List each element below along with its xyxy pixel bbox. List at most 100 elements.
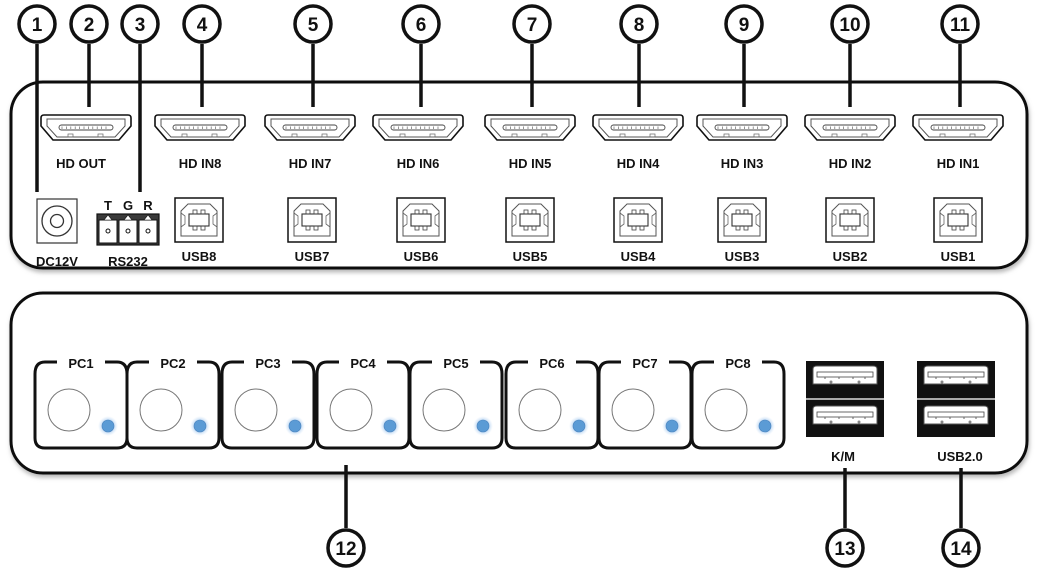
- pc-button-label: PC7: [632, 356, 657, 371]
- hdmi-port-icon: [484, 114, 576, 141]
- rs232-terminal-icon: [96, 213, 160, 246]
- pc-button-label: PC8: [725, 356, 750, 371]
- callout-circle: [326, 528, 366, 568]
- usb-a-group-1: [806, 361, 884, 437]
- callout-circle: [182, 4, 222, 44]
- push-button-icon: [329, 388, 373, 432]
- callout-number: 9: [739, 15, 750, 36]
- hdmi-port-icon: [264, 114, 356, 141]
- usb-a-port-icon: [807, 362, 883, 390]
- callout-number: 10: [839, 15, 860, 36]
- usb-b-port-icon: [396, 197, 446, 243]
- callout-circle: [724, 4, 764, 44]
- push-button-icon: [47, 388, 91, 432]
- usb-b-port-icon: [174, 197, 224, 243]
- callout-12: 12: [326, 528, 366, 568]
- pc-button-label: PC6: [539, 356, 564, 371]
- status-led-icon: [476, 419, 490, 433]
- callout-6: 6: [401, 4, 441, 44]
- callout-8: 8: [619, 4, 659, 44]
- pc-select-button-3[interactable]: PC3: [220, 356, 316, 450]
- usb-a-port-icon: [918, 362, 994, 390]
- status-led-icon: [288, 419, 302, 433]
- hdmi-port-icon: [804, 114, 896, 141]
- pc-button-label: PC4: [350, 356, 376, 371]
- pc-button-bracket: [597, 360, 693, 450]
- callout-9: 9: [724, 4, 764, 44]
- push-button-icon: [139, 388, 183, 432]
- rs232-pin-label: R: [143, 198, 153, 213]
- callout-number: 7: [527, 15, 538, 36]
- callout-circle: [69, 4, 109, 44]
- usb-b-port-label: USB7: [295, 249, 330, 264]
- pc-button-label: PC2: [160, 356, 185, 371]
- usb-b-port-label: USB1: [941, 249, 976, 264]
- hdmi-port-icon: [696, 114, 788, 141]
- pc-select-button-8[interactable]: PC8: [690, 356, 786, 450]
- callout-circle: [830, 4, 870, 44]
- push-button-icon: [704, 388, 748, 432]
- callout-circle: [825, 528, 865, 568]
- status-led-icon: [383, 419, 397, 433]
- status-led-icon: [101, 419, 115, 433]
- callout-circle: [401, 4, 441, 44]
- usb-a-group-label: K/M: [831, 449, 855, 464]
- pc-button-bracket: [408, 360, 504, 450]
- hdmi-port-label: HD OUT: [56, 156, 106, 171]
- pc-button-bracket: [504, 360, 600, 450]
- usb-b-port-label: USB4: [621, 249, 656, 264]
- callout-number: 12: [335, 539, 356, 560]
- callout-number: 6: [416, 15, 427, 36]
- pc-select-button-4[interactable]: PC4: [315, 356, 411, 450]
- pc-select-button-5[interactable]: PC5: [408, 356, 504, 450]
- usb-a-port-icon: [807, 402, 883, 430]
- push-button-icon: [611, 388, 655, 432]
- usb-a-port-icon: [918, 402, 994, 430]
- pc-select-button-6[interactable]: PC6: [504, 356, 600, 450]
- pc-select-button-1[interactable]: PC1: [33, 356, 129, 450]
- usb-a-group-2: [917, 361, 995, 437]
- status-led-icon: [758, 419, 772, 433]
- pc-button-bracket: [690, 360, 786, 450]
- hdmi-port-label: HD IN3: [721, 156, 764, 171]
- callout-number: 13: [834, 539, 855, 560]
- dc-power-jack-icon: [36, 198, 78, 244]
- callout-7: 7: [512, 4, 552, 44]
- hdmi-port-label: HD IN6: [397, 156, 440, 171]
- hdmi-port-icon: [154, 114, 246, 141]
- pc-button-bracket: [220, 360, 316, 450]
- status-led-icon: [665, 419, 679, 433]
- callout-number: 14: [950, 539, 972, 560]
- callout-circle: [941, 528, 981, 568]
- usb-a-group-label: USB2.0: [937, 449, 983, 464]
- usb-b-port-icon: [717, 197, 767, 243]
- push-button-icon: [422, 388, 466, 432]
- callout-circle: [940, 4, 980, 44]
- callout-number: 8: [634, 15, 645, 36]
- callout-1: 1: [17, 4, 57, 44]
- hdmi-port-icon: [592, 114, 684, 141]
- callout-11: 11: [940, 4, 980, 44]
- hdmi-port-label: HD IN5: [509, 156, 552, 171]
- pc-button-bracket: [125, 360, 221, 450]
- callout-circle: [17, 4, 57, 44]
- hdmi-port-icon: [372, 114, 464, 141]
- hdmi-port-label: HD IN1: [937, 156, 980, 171]
- usb-b-port-icon: [505, 197, 555, 243]
- hdmi-port-label: HD IN8: [179, 156, 222, 171]
- hdmi-port-label: HD IN2: [829, 156, 872, 171]
- pc-select-button-2[interactable]: PC2: [125, 356, 221, 450]
- dc12v-label: DC12V: [36, 254, 78, 269]
- hdmi-port-icon: [912, 114, 1004, 141]
- push-button-icon: [234, 388, 278, 432]
- hdmi-port-label: HD IN4: [617, 156, 660, 171]
- pc-select-button-7[interactable]: PC7: [597, 356, 693, 450]
- pc-button-label: PC5: [443, 356, 468, 371]
- usb-b-port-label: USB3: [725, 249, 760, 264]
- callout-2: 2: [69, 4, 109, 44]
- pc-button-bracket: [315, 360, 411, 450]
- callout-13: 13: [825, 528, 865, 568]
- rs232-label: RS232: [108, 254, 148, 269]
- callout-number: 5: [308, 15, 319, 36]
- pc-button-label: PC1: [68, 356, 93, 371]
